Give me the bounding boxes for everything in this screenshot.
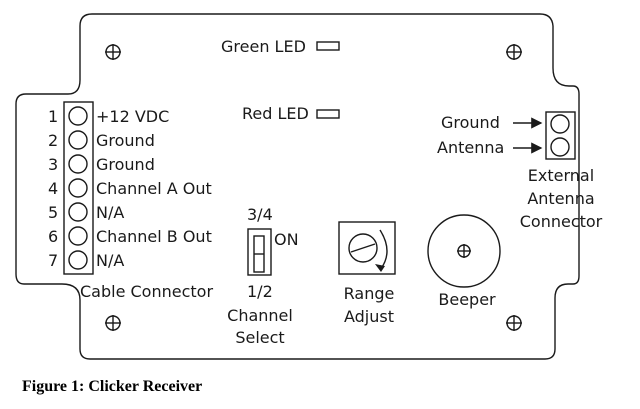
range-adjust-title-line2: Adjust [344, 307, 394, 326]
beeper-center-icon [457, 244, 471, 258]
connector-pin-3: 3 Ground [48, 154, 155, 174]
pin-number: 3 [48, 155, 58, 174]
pin-socket [68, 226, 88, 246]
pin-label: N/A [96, 251, 124, 270]
pin-label: Channel A Out [96, 179, 212, 198]
channel-select-switch [247, 228, 272, 276]
range-adjust-arrow [379, 229, 388, 271]
mounting-hole-top-left [105, 44, 121, 60]
antenna-ground-pin [550, 114, 570, 134]
antenna-connector-title-line2: Antenna [527, 189, 594, 208]
range-adjust-housing [338, 221, 396, 275]
pin-label: N/A [96, 203, 124, 222]
antenna-connector-title-line3: Connector [520, 212, 603, 231]
red-led [316, 109, 340, 119]
connector-pin-4: 4 Channel A Out [48, 178, 212, 198]
antenna-signal-pin [550, 137, 570, 157]
pin-number: 6 [48, 227, 58, 246]
range-adjust-title: Range [344, 284, 395, 303]
pin-label: Ground [96, 131, 155, 150]
cable-connector-title: Cable Connector [80, 282, 213, 301]
pin-number: 2 [48, 131, 58, 150]
pin-number: 1 [48, 107, 58, 126]
figure-caption: Figure 1: Clicker Receiver [22, 378, 203, 395]
red-led-label: Red LED [242, 104, 309, 123]
beeper [427, 214, 501, 288]
channel-select-on-label: ON [274, 230, 299, 249]
connector-pin-1: 1 +12 VDC [48, 106, 169, 126]
connector-pin-6: 6 Channel B Out [48, 226, 212, 246]
pin-socket [68, 154, 88, 174]
pin-socket [68, 250, 88, 270]
cable-connector-housing [63, 101, 94, 275]
enclosure-outline [15, 13, 580, 360]
pin-label: Ground [96, 155, 155, 174]
channel-select-title-line2: Select [235, 328, 284, 347]
channel-select-top-label: 3/4 [247, 205, 273, 224]
connector-pin-2: 2 Ground [48, 130, 155, 150]
channel-select-title: Channel [227, 306, 293, 325]
pin-socket [68, 130, 88, 150]
beeper-label: Beeper [438, 290, 496, 309]
pin-number: 5 [48, 203, 58, 222]
antenna-connector-housing [545, 111, 576, 160]
antenna-ground-label: Ground [441, 113, 500, 132]
range-adjust-slot [350, 243, 376, 253]
connector-pin-5: 5 N/A [48, 202, 124, 222]
pin-socket [68, 202, 88, 222]
pin-label: +12 VDC [96, 107, 169, 126]
green-led [316, 41, 340, 51]
pin-number: 4 [48, 179, 58, 198]
channel-select-bottom-label: 1/2 [247, 282, 273, 301]
mounting-hole-top-right [506, 44, 522, 60]
pin-label: Channel B Out [96, 227, 212, 246]
antenna-connector-title: External [528, 166, 594, 185]
pin-socket [68, 106, 88, 126]
range-adjust-knob [348, 233, 378, 263]
mounting-hole-bottom-left [105, 315, 121, 331]
antenna-signal-label: Antenna [437, 138, 504, 157]
pin-socket [68, 178, 88, 198]
connector-pin-7: 7 N/A [48, 250, 124, 270]
green-led-label: Green LED [221, 37, 306, 56]
mounting-hole-bottom-right [506, 315, 522, 331]
pin-number: 7 [48, 251, 58, 270]
